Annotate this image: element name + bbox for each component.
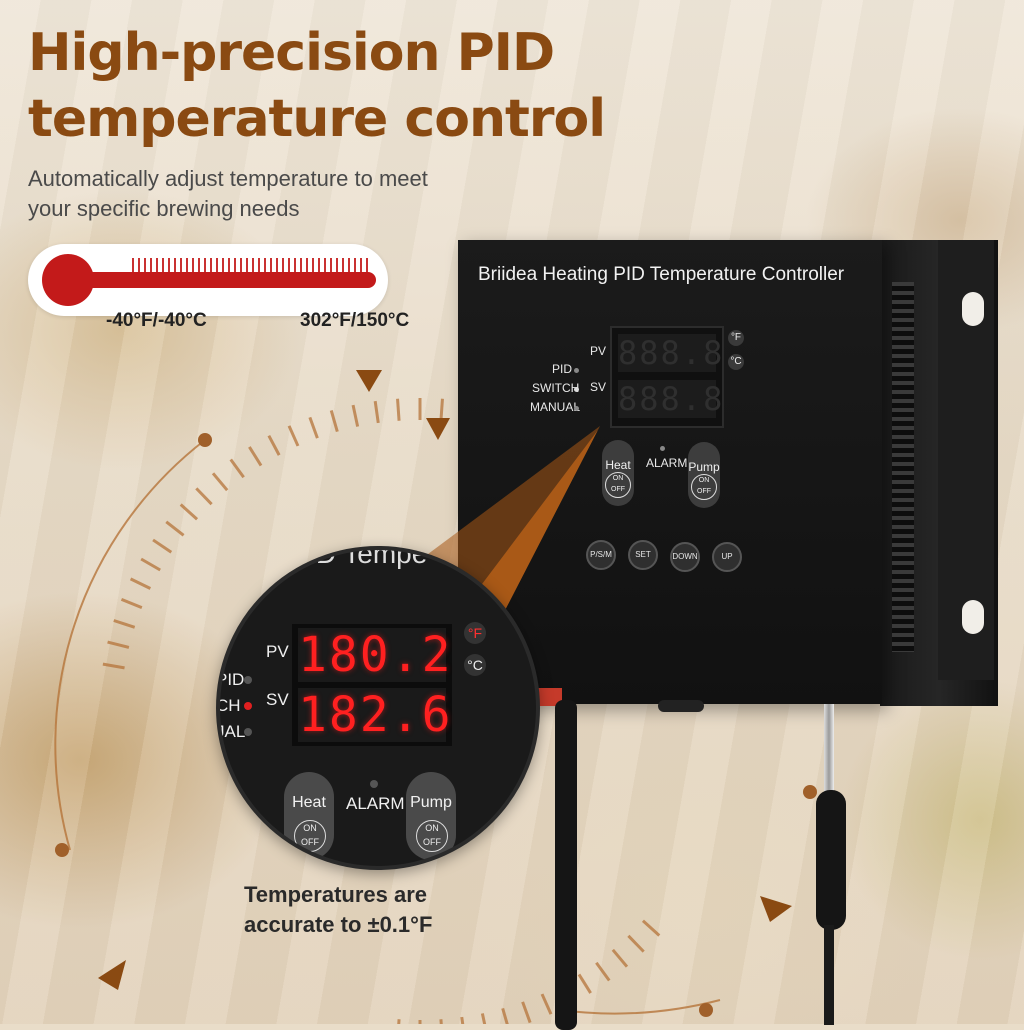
- zoom-mode-switch: CH: [216, 696, 241, 715]
- heat-power-icon: ON OFF: [605, 472, 631, 498]
- thermometer-bulb: [42, 254, 94, 306]
- caption-line-2: accurate to ±0.1°F: [244, 912, 433, 937]
- mount-slot: [962, 600, 984, 634]
- mode-manual-label: MANUAL: [530, 400, 581, 414]
- mount-slot: [962, 292, 984, 326]
- zoom-alarm-label: ALARM: [346, 794, 405, 813]
- thermometer-min-label: -40°F/-40°C: [106, 310, 207, 331]
- headline-line-2: temperature control: [28, 89, 606, 149]
- alarm-led: [660, 446, 665, 451]
- zoom-switch-led: [244, 702, 252, 710]
- power-cable: [555, 700, 577, 1030]
- zoom-manual-led: [244, 728, 252, 736]
- cable-gland: [658, 700, 704, 712]
- zoom-pump-label: Pump: [410, 794, 452, 811]
- zoom-unit-f-indicator: °F: [464, 622, 486, 644]
- zoom-pv-label: PV: [266, 642, 289, 661]
- mode-manual-led: [574, 406, 579, 411]
- off-text: OFF: [301, 837, 319, 847]
- probe-handle: [816, 790, 846, 930]
- zoom-mode-manual: JAL: [216, 722, 246, 741]
- heat-button[interactable]: Heat ON OFF: [602, 440, 634, 506]
- set-button[interactable]: SET: [628, 540, 658, 570]
- mode-pid-led: [574, 368, 579, 373]
- accuracy-caption: Temperatures are accurate to ±0.1°F: [244, 880, 504, 940]
- temperature-probe: [824, 704, 834, 814]
- pump-button[interactable]: Pump ON OFF: [688, 442, 720, 508]
- caption-line-1: Temperatures are: [244, 882, 428, 907]
- zoom-pid-led: [244, 676, 252, 684]
- pv-display: 888.8: [618, 334, 725, 372]
- subtitle-line-2: your specific brewing needs: [28, 196, 300, 221]
- controller-title: Briidea Heating PID Temperature Controll…: [478, 264, 845, 285]
- zoom-pv-value: 180.2: [298, 627, 453, 683]
- unit-c-indicator: °C: [728, 354, 744, 370]
- probe-cable: [824, 925, 834, 1025]
- pv-label: PV: [590, 344, 607, 358]
- mode-pid-label: PID: [552, 362, 573, 376]
- off-text: OFF: [611, 486, 625, 493]
- thermometer-icon: [28, 244, 388, 316]
- thermometer-max-label: 302°F/150°C: [300, 310, 410, 331]
- zoom-pump-button: Pump ON OFF: [406, 772, 456, 860]
- pump-button-label: Pump: [688, 460, 720, 474]
- headline: High-precision PID temperature control: [28, 20, 606, 152]
- on-text: ON: [612, 475, 624, 482]
- off-text: OFF: [697, 488, 711, 495]
- zoom-detail: ID Tempe PV SV 180.2 182.6 °F °C PID CH …: [216, 546, 540, 870]
- sv-label: SV: [590, 380, 607, 394]
- alarm-label: ALARM: [646, 456, 688, 470]
- zoom-sv-value: 182.6: [298, 687, 453, 743]
- sv-display: 888.8: [618, 380, 725, 418]
- zoom-display: 180.2 182.6: [292, 624, 452, 746]
- zoom-unit-c-indicator: °C: [464, 654, 486, 676]
- heat-button-label: Heat: [605, 458, 631, 472]
- down-button[interactable]: DOWN: [670, 542, 700, 572]
- unit-f-indicator: °F: [728, 330, 744, 346]
- zoom-heat-label: Heat: [292, 794, 326, 811]
- on-text: ON: [698, 477, 710, 484]
- up-button[interactable]: UP: [712, 542, 742, 572]
- headline-line-1: High-precision PID: [28, 23, 555, 83]
- off-text: OFF: [423, 837, 441, 847]
- vent-grille: [892, 282, 914, 652]
- zoom-heat-button: Heat ON OFF: [284, 772, 334, 860]
- controller-display: 888.8 888.8: [610, 326, 724, 428]
- zoom-pump-power-icon: ON OFF: [416, 820, 448, 852]
- subtitle-line-1: Automatically adjust temperature to meet: [28, 166, 428, 191]
- subtitle: Automatically adjust temperature to meet…: [28, 164, 548, 224]
- thermometer-ticks: [132, 258, 368, 272]
- pump-power-icon: ON OFF: [691, 474, 717, 500]
- psm-button[interactable]: P/S/M: [586, 540, 616, 570]
- thermometer-fill: [80, 272, 376, 288]
- zoom-mode-pid: PID: [216, 670, 245, 689]
- power-switch: [538, 688, 562, 706]
- zoom-sv-label: SV: [266, 690, 289, 709]
- mode-switch-label: SWITCH: [532, 381, 580, 395]
- on-text: ON: [425, 823, 439, 833]
- on-text: ON: [303, 823, 317, 833]
- zoom-title-fragment: ID Tempe: [308, 546, 428, 569]
- zoom-heat-power-icon: ON OFF: [294, 820, 326, 852]
- mode-switch-led: [574, 387, 579, 392]
- zoom-alarm-led: [370, 780, 378, 788]
